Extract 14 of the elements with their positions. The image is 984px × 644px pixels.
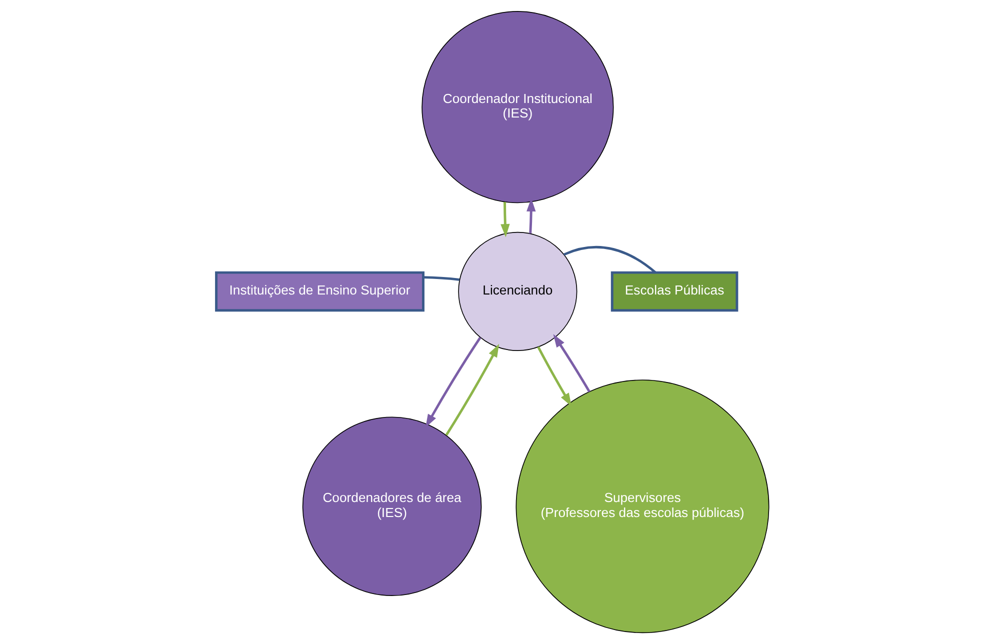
node-circle: Licenciando <box>458 232 577 351</box>
node-box: Instituições de Ensino Superior <box>214 271 424 312</box>
node-circle: Coordenador Institucional (IES) <box>421 11 614 204</box>
node-circle: Supervisores (Professores das escolas públicas) <box>515 380 769 634</box>
arrow <box>425 336 481 428</box>
arrow <box>444 344 499 436</box>
connector <box>562 246 656 274</box>
node-circle: Coordenadores de área (IES) <box>302 416 482 596</box>
arrow <box>500 202 510 238</box>
arrow <box>536 346 572 406</box>
arrow <box>526 198 536 234</box>
node-box: Escolas Públicas <box>610 271 738 312</box>
connector <box>422 276 460 281</box>
arrow <box>552 334 590 392</box>
